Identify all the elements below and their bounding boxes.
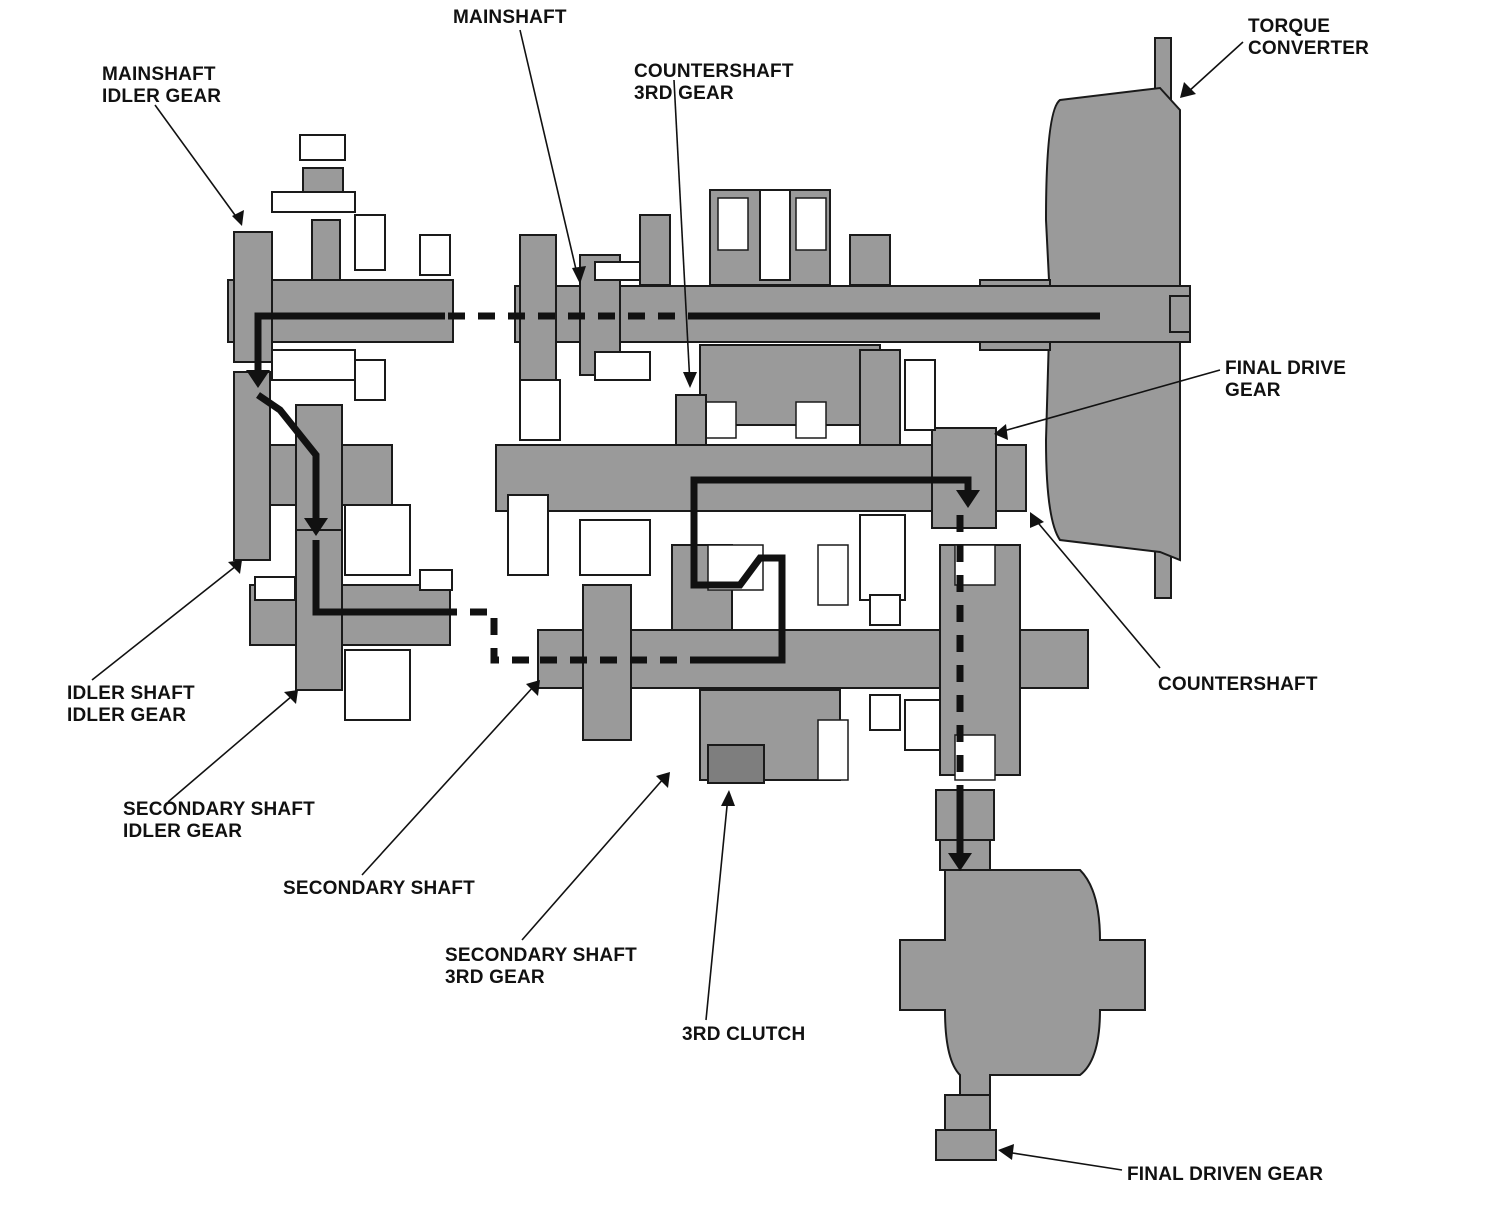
- label-idler-shaft-idler-gear-line2: IDLER GEAR: [67, 705, 186, 726]
- label-torque-converter-line2: CONVERTER: [1248, 38, 1369, 59]
- labels: MAINSHAFT MAINSHAFT IDLER GEAR COUNTERSH…: [67, 7, 1369, 1185]
- mainshaft-clutch-packs: [705, 197, 827, 439]
- mainshaft-idler-gear: [227, 167, 454, 363]
- secondary-shaft: [537, 544, 1089, 781]
- label-secondary-shaft-3rd-gear-line2: 3RD GEAR: [445, 967, 545, 988]
- housing-upper: [519, 189, 791, 441]
- housing-lower-left: [254, 504, 453, 721]
- label-secondary-shaft-idler-gear-line2: IDLER GEAR: [123, 821, 242, 842]
- label-torque-converter-line1: TORQUE: [1248, 16, 1330, 37]
- label-mainshaft-idler-gear-line1: MAINSHAFT: [102, 64, 216, 85]
- label-mainshaft: MAINSHAFT: [453, 7, 567, 28]
- label-countershaft-3rd-gear-line2: 3RD GEAR: [634, 83, 734, 104]
- label-secondary-shaft-3rd-gear-line1: SECONDARY SHAFT: [445, 945, 637, 966]
- label-3rd-clutch: 3RD CLUTCH: [682, 1024, 805, 1045]
- label-mainshaft-idler-gear-line2: IDLER GEAR: [102, 86, 221, 107]
- label-final-drive-gear-line1: FINAL DRIVE: [1225, 358, 1346, 379]
- label-countershaft: COUNTERSHAFT: [1158, 674, 1318, 695]
- label-idler-shaft-idler-gear-line1: IDLER SHAFT: [67, 683, 195, 704]
- leader-lines: [91, 29, 1244, 1171]
- label-final-driven-gear: FINAL DRIVEN GEAR: [1127, 1164, 1323, 1185]
- power-flow-path: [246, 312, 1100, 871]
- label-final-drive-gear-line2: GEAR: [1225, 380, 1281, 401]
- housing-upper-left: [271, 134, 451, 401]
- label-secondary-shaft: SECONDARY SHAFT: [283, 878, 475, 899]
- secondary-clutch-packs: [707, 544, 996, 781]
- housing-middle: [507, 359, 936, 601]
- housing-lower: [869, 594, 941, 751]
- label-countershaft-3rd-gear-line1: COUNTERSHAFT: [634, 61, 794, 82]
- final-driven-gear: [899, 789, 1146, 1161]
- third-clutch: [707, 744, 765, 784]
- label-secondary-shaft-idler-gear-line1: SECONDARY SHAFT: [123, 799, 315, 820]
